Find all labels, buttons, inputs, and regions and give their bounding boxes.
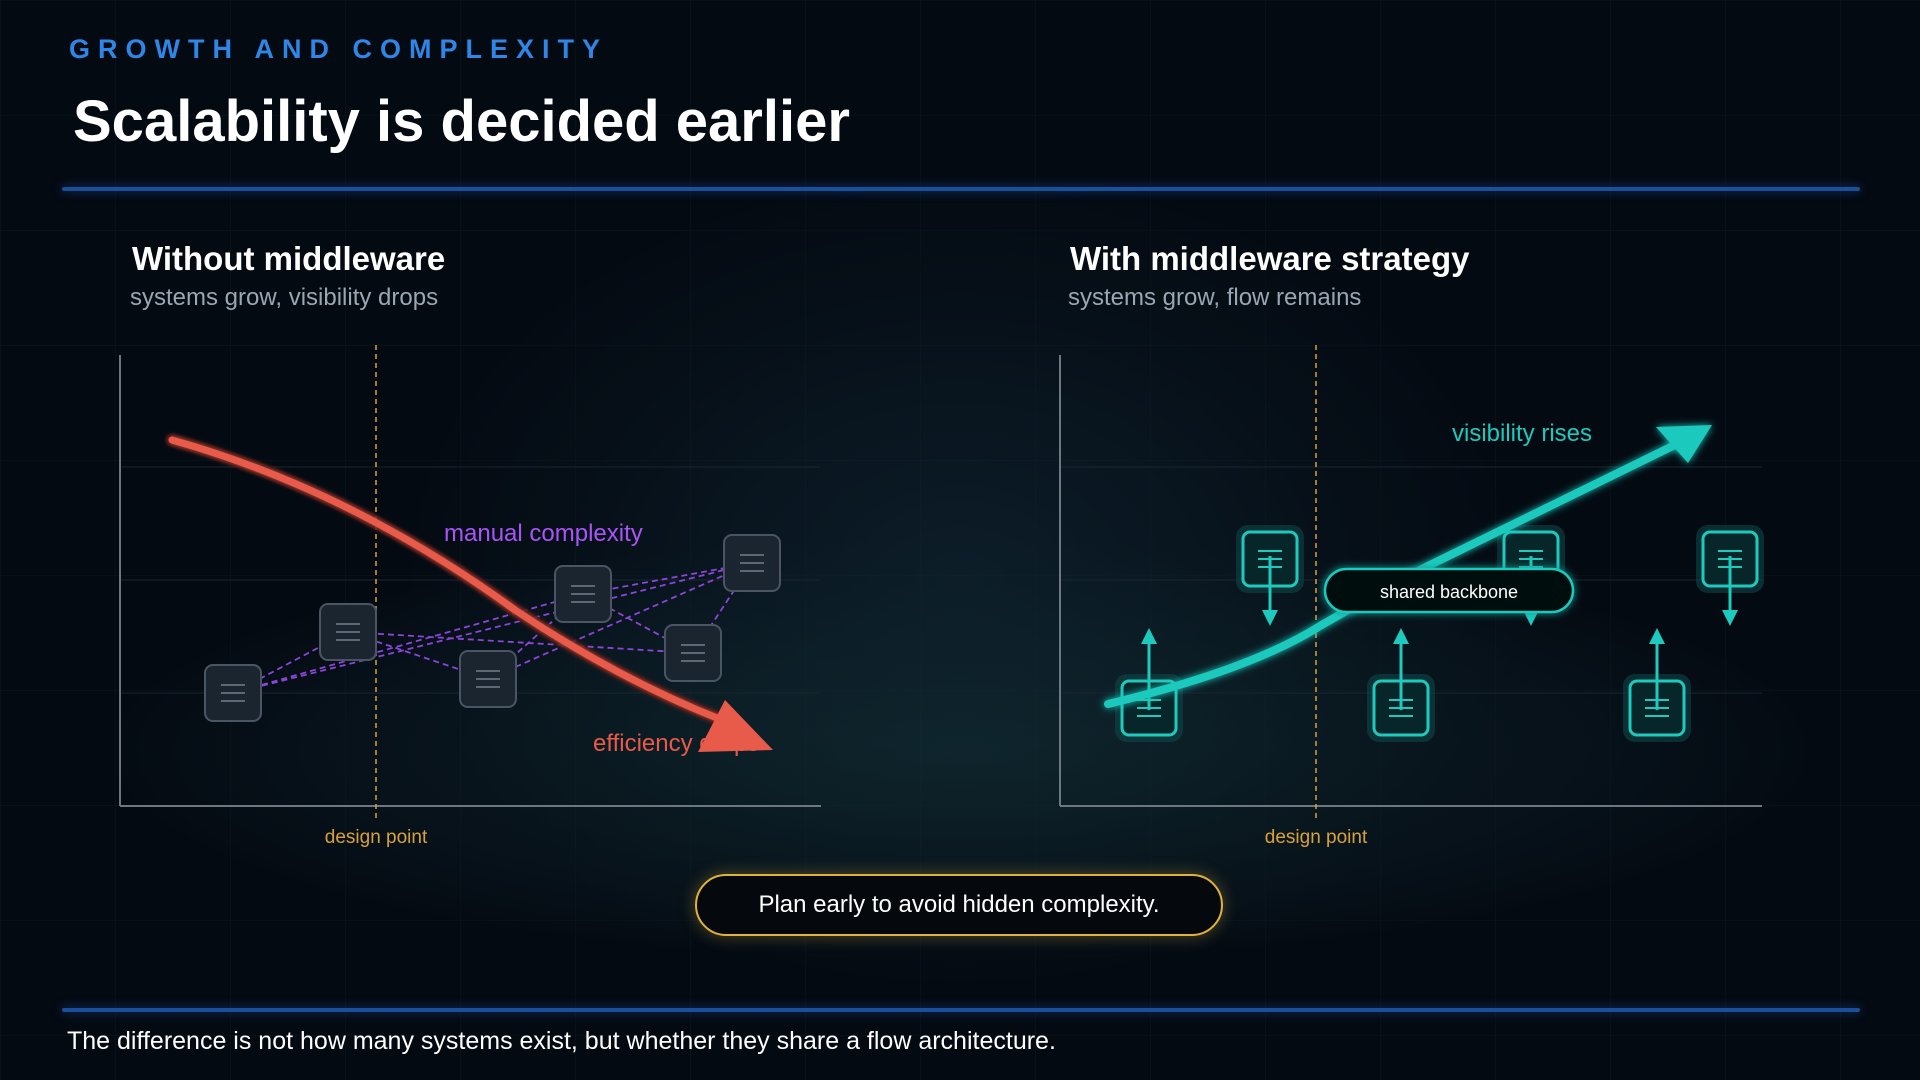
system-box-icon xyxy=(554,565,612,623)
system-box-icon xyxy=(319,603,377,661)
bottom-connectors xyxy=(1141,628,1665,710)
efficiency-arrowhead-icon xyxy=(698,700,773,752)
shared-backbone-label: shared backbone xyxy=(1380,582,1518,602)
right-panel-title: With middleware strategy xyxy=(1070,240,1470,277)
efficiency-drops-label: efficiency drops xyxy=(593,730,759,757)
footer-caption: The difference is not how many systems e… xyxy=(67,1027,1056,1055)
system-box-icon xyxy=(723,534,781,592)
system-box-icon xyxy=(459,650,517,708)
right-design-point-label: design point xyxy=(1265,827,1368,848)
bottom-divider xyxy=(62,1008,1860,1012)
right-panel-subtitle: systems grow, flow remains xyxy=(1068,284,1362,311)
key-takeaway-callout: Plan early to avoid hidden complexity. xyxy=(695,874,1223,936)
left-design-point-label: design point xyxy=(325,827,428,848)
right-chart: shared backbone visibility rises design … xyxy=(1059,345,1766,848)
manual-complexity-label: manual complexity xyxy=(444,520,643,547)
top-divider xyxy=(62,187,1860,191)
visibility-arrowhead-icon xyxy=(1656,425,1712,463)
left-chart: manual complexity efficiency drops desig… xyxy=(119,345,821,848)
efficiency-curve xyxy=(168,436,726,724)
section-eyebrow: GROWTH AND COMPLEXITY xyxy=(69,34,608,64)
page-title: Scalability is decided earlier xyxy=(73,89,850,154)
system-box-icon xyxy=(204,664,262,722)
left-panel-title: Without middleware xyxy=(132,240,446,277)
left-panel-subtitle: systems grow, visibility drops xyxy=(130,284,439,311)
visibility-rises-label: visibility rises xyxy=(1452,420,1592,447)
system-box-icon xyxy=(664,624,722,682)
shared-backbone-badge xyxy=(1323,567,1575,614)
